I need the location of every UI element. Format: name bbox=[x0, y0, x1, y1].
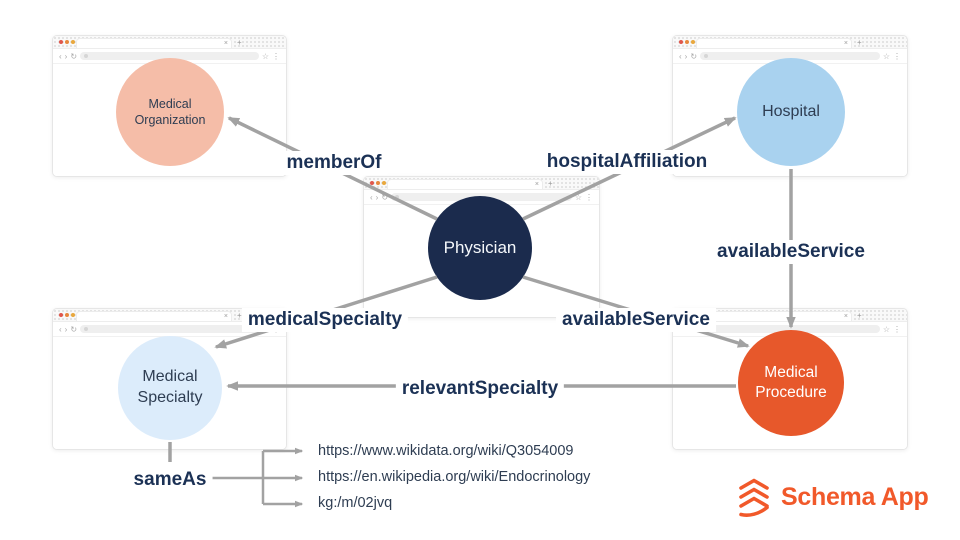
window-close-dot bbox=[679, 40, 683, 44]
menu-icon: ⋮ bbox=[893, 51, 901, 61]
tab-close-icon: × bbox=[534, 181, 539, 188]
new-tab-icon: + bbox=[857, 311, 862, 320]
reload-icon: ↻ bbox=[690, 51, 698, 61]
browser-tab-strip: × + bbox=[364, 177, 599, 190]
sameas-target-wikipedia: https://en.wikipedia.org/wiki/Endocrinol… bbox=[318, 469, 591, 485]
browser-tab: × bbox=[76, 311, 232, 321]
tab-close-icon: × bbox=[843, 313, 848, 320]
edge-label-sameas: sameAs bbox=[127, 468, 213, 492]
back-icon: ‹ bbox=[370, 192, 373, 202]
forward-icon: › bbox=[64, 324, 68, 334]
back-icon: ‹ bbox=[59, 324, 62, 334]
tab-close-icon: × bbox=[843, 40, 848, 47]
window-minimize-dot bbox=[685, 40, 689, 44]
url-bar bbox=[700, 52, 880, 60]
browser-tab: × bbox=[76, 38, 232, 48]
schemaapp-logo-text: Schema App bbox=[781, 482, 929, 511]
star-icon: ☆ bbox=[882, 324, 890, 334]
edge-label-memberof: memberOf bbox=[280, 151, 388, 175]
node-label: Medical Organization bbox=[134, 96, 206, 127]
menu-icon: ⋮ bbox=[893, 324, 901, 334]
node-medical-procedure: Medical Procedure bbox=[738, 330, 844, 436]
schemaapp-logo-icon bbox=[739, 478, 769, 517]
reload-icon: ↻ bbox=[70, 51, 78, 61]
new-tab-icon: + bbox=[548, 179, 553, 188]
window-maximize-dot bbox=[71, 40, 75, 44]
node-label: Hospital bbox=[762, 102, 820, 120]
forward-icon: › bbox=[684, 51, 688, 61]
node-medical-organization: Medical Organization bbox=[116, 58, 224, 166]
window-controls bbox=[370, 181, 386, 185]
browser-tab-strip: × + bbox=[673, 36, 907, 49]
new-tab-icon: + bbox=[857, 38, 862, 47]
node-label: Physician bbox=[443, 237, 517, 257]
window-minimize-dot bbox=[65, 40, 69, 44]
reload-icon: ↻ bbox=[381, 192, 389, 202]
node-label: Medical Specialty bbox=[137, 368, 203, 406]
back-icon: ‹ bbox=[59, 51, 62, 61]
browser-tab: × bbox=[696, 38, 852, 48]
tab-close-icon: × bbox=[223, 313, 228, 320]
edge-label-availableservice-physician: availableService bbox=[556, 308, 716, 332]
node-physician: Physician bbox=[428, 196, 532, 300]
window-maximize-dot bbox=[691, 40, 695, 44]
sameas-target-wikidata: https://www.wikidata.org/wiki/Q3054009 bbox=[318, 443, 574, 459]
reload-icon: ↻ bbox=[70, 324, 78, 334]
back-icon: ‹ bbox=[679, 51, 682, 61]
window-close-dot bbox=[370, 181, 374, 185]
edge-label-availableservice-hospital: availableService bbox=[711, 240, 871, 264]
edge-label-hospitalaffiliation: hospitalAffiliation bbox=[540, 150, 714, 174]
window-maximize-dot bbox=[382, 181, 386, 185]
node-label: Medical Procedure bbox=[755, 363, 827, 401]
node-hospital: Hospital bbox=[737, 58, 845, 166]
sameas-target-kg: kg:/m/02jvq bbox=[318, 495, 393, 511]
browser-tab: × bbox=[387, 179, 543, 189]
window-close-dot bbox=[59, 40, 63, 44]
site-icon bbox=[84, 327, 89, 331]
tab-close-icon: × bbox=[223, 40, 228, 47]
site-icon bbox=[395, 195, 400, 199]
browser-tab-strip: × + bbox=[53, 36, 286, 49]
edge-label-relevantspecialty: relevantSpecialty bbox=[395, 377, 565, 401]
forward-icon: › bbox=[64, 51, 68, 61]
new-tab-icon: + bbox=[237, 38, 242, 47]
window-close-dot bbox=[59, 313, 63, 317]
window-maximize-dot bbox=[71, 313, 75, 317]
schemaapp-logo: Schema App bbox=[736, 476, 929, 518]
browser-tab: × bbox=[696, 311, 852, 321]
window-controls bbox=[59, 313, 75, 317]
site-icon bbox=[704, 54, 709, 58]
menu-icon: ⋮ bbox=[272, 51, 280, 61]
site-icon bbox=[84, 54, 89, 58]
window-minimize-dot bbox=[376, 181, 380, 185]
star-icon: ☆ bbox=[574, 192, 582, 202]
url-bar bbox=[80, 325, 259, 333]
star-icon: ☆ bbox=[882, 51, 890, 61]
window-controls bbox=[679, 40, 695, 44]
menu-icon: ⋮ bbox=[585, 192, 593, 202]
window-controls bbox=[59, 40, 75, 44]
node-medical-specialty: Medical Specialty bbox=[118, 336, 222, 440]
url-bar bbox=[80, 52, 259, 60]
forward-icon: › bbox=[375, 192, 379, 202]
star-icon: ☆ bbox=[261, 51, 269, 61]
edge-label-medicalspecialty: medicalSpecialty bbox=[241, 308, 409, 332]
window-minimize-dot bbox=[65, 313, 69, 317]
